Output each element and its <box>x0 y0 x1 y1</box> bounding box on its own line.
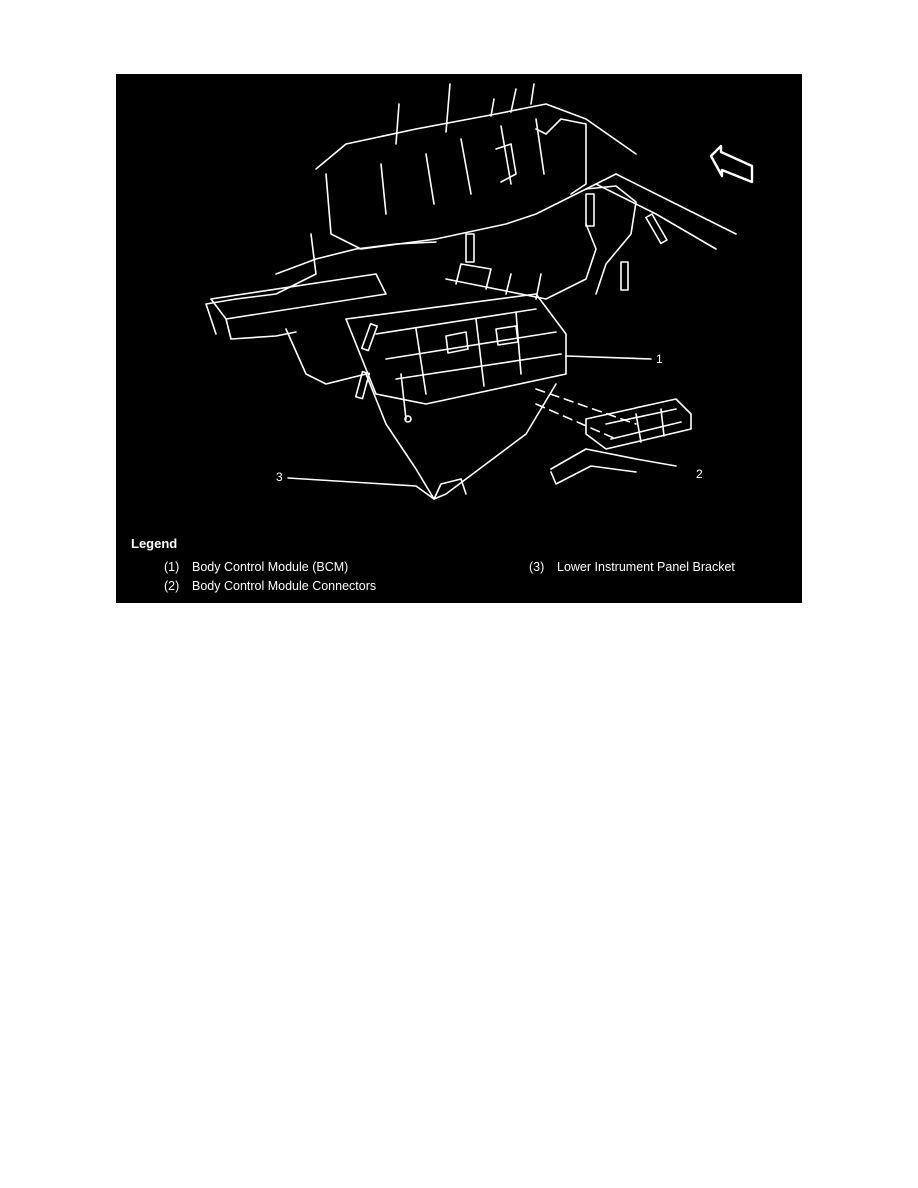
legend-title: Legend <box>131 536 178 551</box>
legend-item-bcm: (1) Body Control Module (BCM) <box>164 560 348 574</box>
legend-item-number: (2) <box>164 579 180 593</box>
legend-item-bracket: (3) Lower Instrument Panel Bracket <box>529 560 735 574</box>
callout-1: 1 <box>656 352 663 366</box>
bcm-diagram-illustration: 1 2 3 <box>205 83 754 500</box>
legend-item-number: (1) <box>164 560 180 574</box>
legend-item-number: (3) <box>529 560 545 574</box>
legend-item-connectors: (2) Body Control Module Connectors <box>164 579 376 593</box>
callout-3: 3 <box>276 470 283 484</box>
legend-item-label: Lower Instrument Panel Bracket <box>557 560 735 574</box>
legend-item-label: Body Control Module Connectors <box>192 579 377 593</box>
legend-item-label: Body Control Module (BCM) <box>192 560 349 574</box>
bcm-diagram-figure: 1 2 3 Legend (1) Body Control Module (BCM… <box>116 74 802 603</box>
callout-2: 2 <box>696 467 703 481</box>
